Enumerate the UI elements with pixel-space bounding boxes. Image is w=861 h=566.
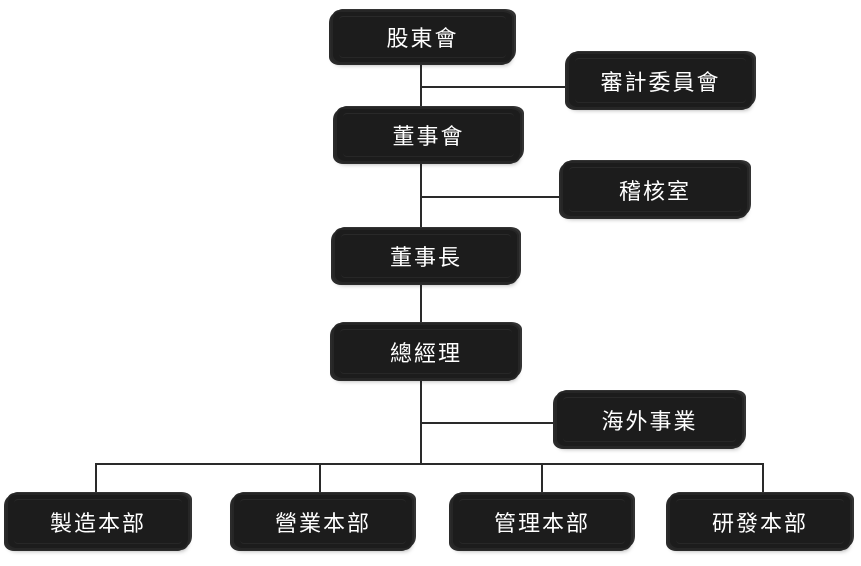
- sales-node: 營業本部: [234, 495, 412, 548]
- audit-committee-connector: [420, 86, 578, 88]
- chairman-node: 董事長: [335, 230, 517, 282]
- rnd-label: 研發本部: [711, 511, 808, 537]
- board-label: 董事會: [392, 125, 465, 150]
- audit-office-connector: [420, 196, 570, 198]
- overseas-connector: [420, 422, 562, 424]
- management-label: 管理本部: [493, 511, 590, 537]
- shareholders-label: 股東會: [386, 27, 459, 52]
- manufacturing-label: 製造本部: [49, 511, 146, 537]
- manufacturing-node: 製造本部: [8, 495, 188, 548]
- rnd-node: 研發本部: [670, 495, 850, 548]
- president-node: 總經理: [334, 325, 518, 378]
- overseas-node: 海外事業: [557, 393, 742, 446]
- president-label: 總經理: [389, 341, 462, 367]
- sales-drop-connector: [319, 463, 321, 499]
- chairman-label: 董事長: [389, 246, 462, 271]
- management-node: 管理本部: [453, 495, 631, 548]
- sales-label: 營業本部: [274, 511, 371, 537]
- audit-office-label: 稽核室: [618, 179, 691, 205]
- audit-office-node: 稽核室: [563, 163, 747, 216]
- rnd-drop-connector: [762, 463, 764, 499]
- management-drop-connector: [541, 463, 543, 499]
- overseas-label: 海外事業: [601, 409, 698, 435]
- shareholders-node: 股東會: [333, 12, 512, 62]
- manufacturing-drop-connector: [95, 463, 97, 499]
- audit-committee-label: 審計委員會: [600, 70, 721, 96]
- board-node: 董事會: [337, 109, 520, 161]
- division-bus-connector: [95, 463, 763, 465]
- audit-committee-node: 審計委員會: [569, 54, 752, 107]
